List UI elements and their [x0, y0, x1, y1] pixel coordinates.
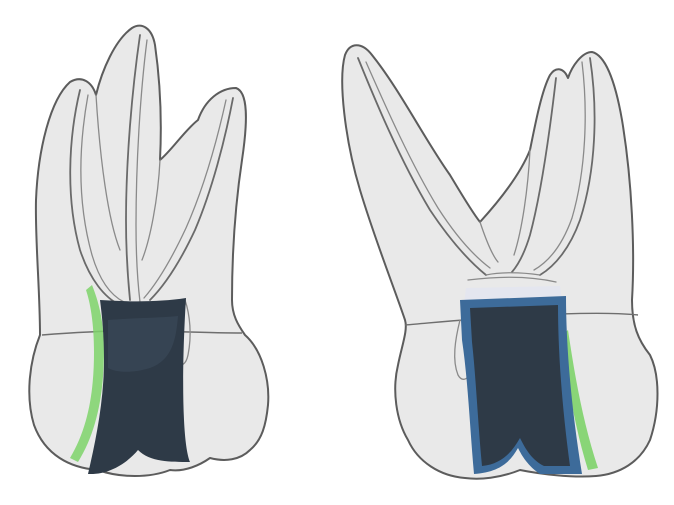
left-tooth [29, 26, 268, 476]
right-tooth [342, 45, 657, 478]
